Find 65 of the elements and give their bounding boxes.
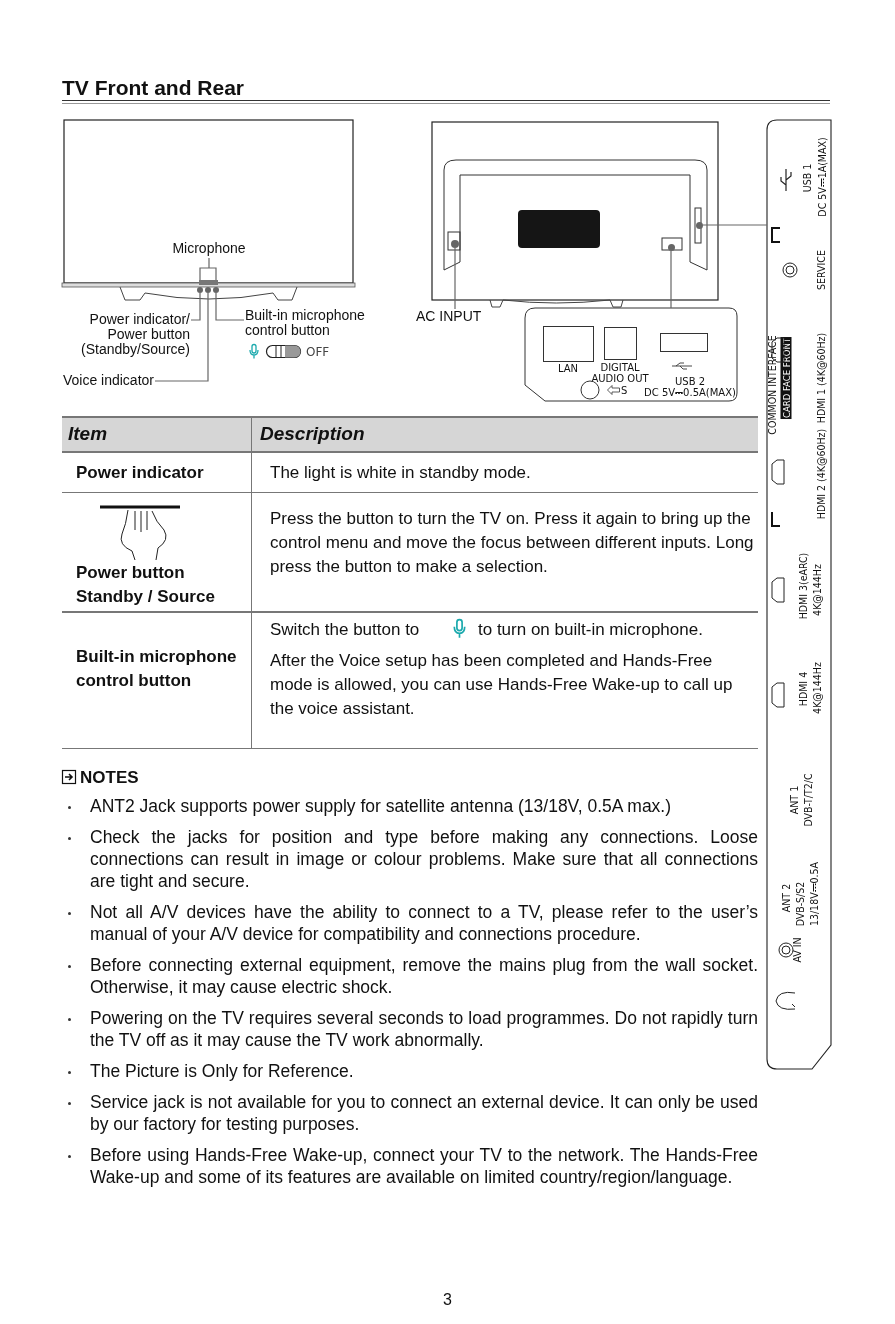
port-label: DC 5V⎓0.5A(MAX) [644, 387, 736, 398]
note-text: The Picture is Only for Reference. [90, 1060, 355, 1082]
port-label: 4K@144Hz [811, 662, 823, 714]
side-port-spot [696, 222, 703, 229]
leader-line [199, 257, 217, 281]
port-label: HDMI 3(eARC) [797, 552, 809, 620]
description-text: The light is white in standby mode. [270, 462, 532, 484]
note-text: ANT2 Jack supports power supply for satellite antenna (13/18V, 0.5A max.) [90, 795, 673, 817]
column-header: Item [68, 422, 109, 446]
port-label: ANT 2 [780, 883, 792, 913]
port-label: DVB-S/S2 [794, 881, 806, 927]
callout-label: Built-in microphone control button [245, 308, 390, 338]
power-socket [451, 240, 459, 248]
description-text: Press the button to turn the TV on. Press it again to bring up the control menu and move the focus between different inputs. Long press the button to make a selection. [270, 508, 755, 578]
microphone-switch [213, 287, 219, 293]
description-text: Switch the button to [270, 619, 420, 641]
leader-line [215, 292, 245, 321]
leader-line [454, 247, 456, 310]
page-number: 3 [443, 1291, 452, 1309]
power-button [197, 287, 203, 293]
description-text: to turn on built-in microphone. [478, 619, 703, 641]
port-label: HDMI 4 [797, 671, 809, 707]
port-label: HDMI 1 (4K@60Hz) [815, 332, 827, 424]
row-heading: Power indicator [76, 462, 205, 484]
side-port-panel [766, 120, 832, 1070]
note-text: Before using Hands-Free Wake-up, connect your TV to the network. The Hands-Free Wake-up and some of its features are available on limited country/region/language. [90, 1144, 758, 1188]
callout-label: AC INPUT [416, 309, 486, 324]
port-spot [668, 244, 675, 251]
callout-label: Voice indicator [50, 373, 154, 388]
port-label: ANT 1 [788, 785, 800, 815]
port-panel [525, 308, 737, 401]
card-orientation-tag: CARD FACE FRONT [780, 337, 792, 419]
row-heading: Power button Standby / Source [76, 562, 216, 608]
leader-line [670, 250, 672, 309]
port-label: LAN [557, 363, 579, 374]
callout-label: Power indicator/ Power button (Standby/Source) [60, 312, 190, 357]
note-text: Check the jacks for position and type before making any connections. Loose connections can result in image or colour problems. Make sure that all connections are tight and secure. [90, 826, 758, 892]
microphone-grille [199, 280, 218, 285]
port-label: HDMI 2 (4K@60Hz) [815, 428, 827, 520]
port-label: COMMON INTERFACE [766, 335, 778, 435]
switch-label: OFF [306, 346, 330, 359]
port-label: SERVICE [815, 250, 827, 290]
leader-line [154, 292, 209, 382]
description-text: After the Voice setup has been completed and Hands-Free mode is allowed, you can use Hands-Free Wake-up to call up the voice assistant. [270, 650, 734, 720]
port-label: DVB-T/T2/C [802, 773, 814, 827]
callout-label: Microphone [170, 241, 248, 256]
note-text: Before connecting external equipment, remove the mains plug from the wall socket. Otherwise, it may cause electric shock. [90, 954, 758, 998]
section-heading: NOTES [80, 768, 139, 788]
port-label: 13/18V⎓0.5A [808, 861, 820, 927]
port-label: USB 2 [674, 376, 706, 387]
port-label: DC 5V⎓1A(MAX) [816, 137, 828, 217]
note-text: Service jack is not available for you to connect an external device. It can only be used by our factory for testing purposes. [90, 1091, 758, 1135]
port-label: DIGITAL AUDIO OUT [590, 362, 650, 384]
leader-line [702, 224, 768, 226]
row-heading: Built-in microphone control button [76, 646, 238, 692]
column-header: Description [260, 422, 366, 446]
note-text: Powering on the TV requires several seconds to load programmes. Do not rapidly turn the TV off as it may cause the TV work abnormally. [90, 1007, 758, 1051]
leader-line [190, 292, 201, 321]
page-title: TV Front and Rear [62, 76, 245, 100]
port-label: 4K@144Hz [811, 564, 823, 616]
port-label: AV IN [791, 937, 803, 963]
port-label: S [621, 385, 628, 396]
note-text: Not all A/V devices have the ability to connect to a TV, please refer to the user’s manual of your A/V device for compatibility and connections procedure. [90, 901, 758, 945]
voice-indicator-light [205, 287, 211, 293]
port-label: USB 1 [801, 163, 813, 193]
